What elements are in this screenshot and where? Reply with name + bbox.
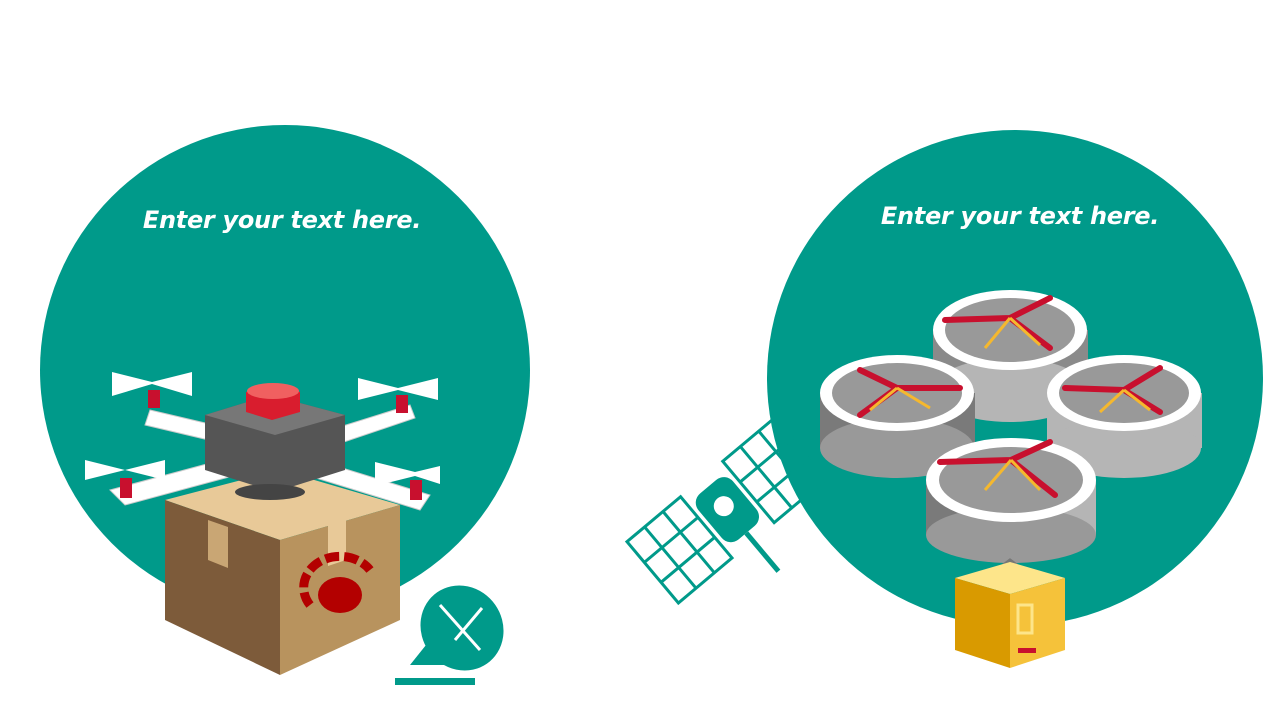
satellite-icon [624,414,830,606]
delivery-drone-icon [85,372,440,511]
cardboard-box-icon [165,470,400,675]
rotor-left [820,355,975,478]
satellite-dish-icon [395,582,507,685]
quadcopter-icon [820,290,1202,563]
yellow-package-icon [955,558,1065,668]
left-panel-caption: Enter your text here. [142,206,422,234]
right-panel-caption: Enter your text here. [880,202,1160,230]
